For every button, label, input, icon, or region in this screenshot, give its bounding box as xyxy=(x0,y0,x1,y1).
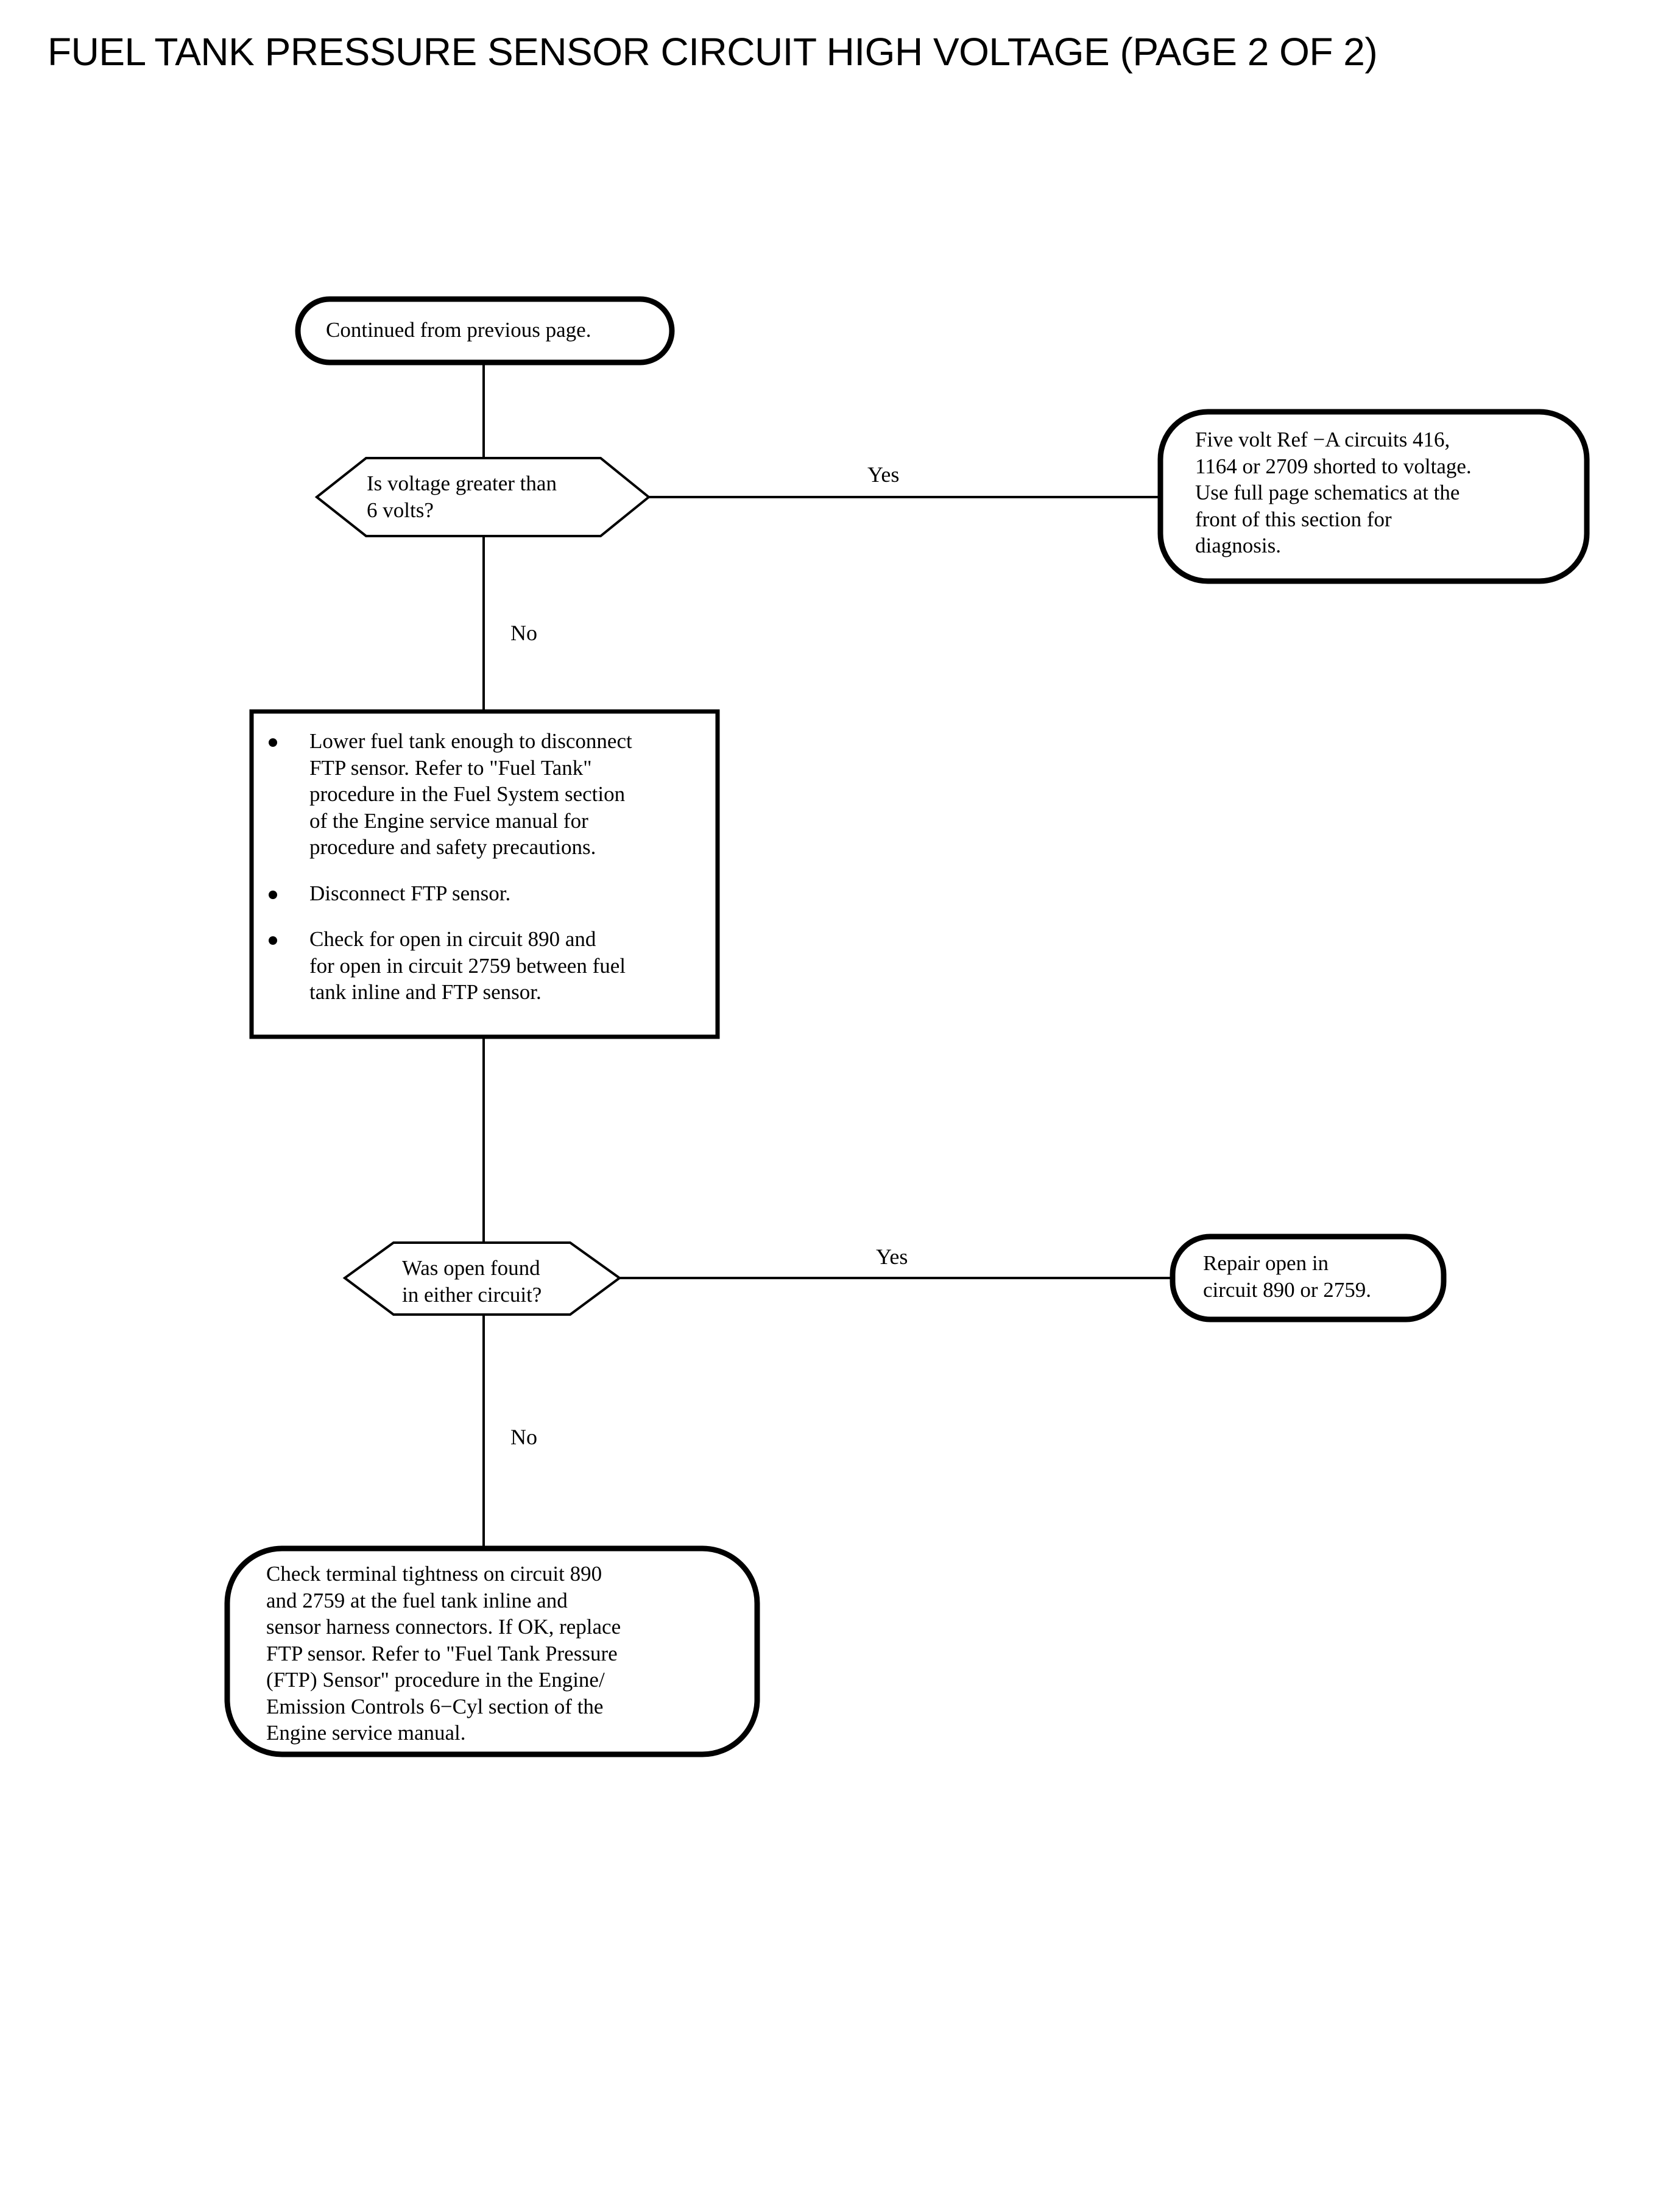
node-shape-decision-voltage[interactable] xyxy=(314,457,651,537)
node-shape-result-shorted[interactable] xyxy=(1157,409,1590,584)
node-shape-start[interactable] xyxy=(295,296,675,365)
node-shape-result-repair[interactable] xyxy=(1170,1234,1447,1322)
node-shape-process-checks[interactable] xyxy=(249,709,720,1039)
edge-label-decision-voltage-no: No xyxy=(510,621,537,645)
list-item: Check for open in circuit 890 and for op… xyxy=(261,926,711,1006)
node-label-start: Continued from previous page. xyxy=(326,318,591,342)
node-shape-result-terminal-tightness[interactable] xyxy=(224,1545,760,1757)
edge-label-decision-open-no: No xyxy=(510,1425,537,1449)
edge-label-decision-voltage-yes: Yes xyxy=(867,462,900,487)
node-label-result-repair: Repair open in circuit 890 or 2759. xyxy=(1203,1251,1372,1302)
node-shape-decision-open[interactable] xyxy=(342,1241,622,1316)
node-label-decision-voltage: Is voltage greater than 6 volts? xyxy=(367,471,557,522)
node-label-decision-open: Was open found in either circuit? xyxy=(402,1256,542,1307)
node-label-result-terminal-tightness: Check terminal tightness on circuit 890 … xyxy=(266,1562,621,1745)
page-title: FUEL TANK PRESSURE SENSOR CIRCUIT HIGH V… xyxy=(48,30,1378,74)
list-item: Lower fuel tank enough to disconnect FTP… xyxy=(261,728,711,861)
process-bullet-list: Lower fuel tank enough to disconnect FTP… xyxy=(261,728,711,1006)
node-label-result-shorted: Five volt Ref −A circuits 416, 1164 or 2… xyxy=(1195,428,1472,557)
edge-label-decision-open-yes: Yes xyxy=(876,1244,908,1269)
list-item: Disconnect FTP sensor. xyxy=(261,880,711,907)
